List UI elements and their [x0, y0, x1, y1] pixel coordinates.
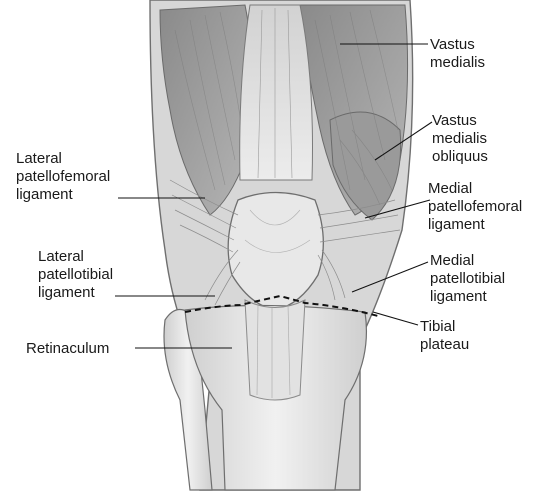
label-medial-patellotibial-ligament: Medial patellotibial ligament: [430, 252, 505, 306]
label-medial-patellofemoral-ligament: Medial patellofemoral ligament: [428, 180, 522, 234]
label-vastus-medialis: Vastus medialis: [430, 36, 485, 72]
label-vastus-medialis-obliquus: Vastus medialis obliquus: [432, 112, 488, 166]
quadriceps-tendon: [240, 5, 313, 180]
label-lateral-patellotibial-ligament: Lateral patellotibial ligament: [38, 248, 113, 302]
label-retinaculum: Retinaculum: [26, 340, 109, 358]
label-lateral-patellofemoral-ligament: Lateral patellofemoral ligament: [16, 150, 110, 204]
patellar-tendon: [245, 300, 305, 400]
label-tibial-plateau: Tibial plateau: [420, 318, 469, 354]
